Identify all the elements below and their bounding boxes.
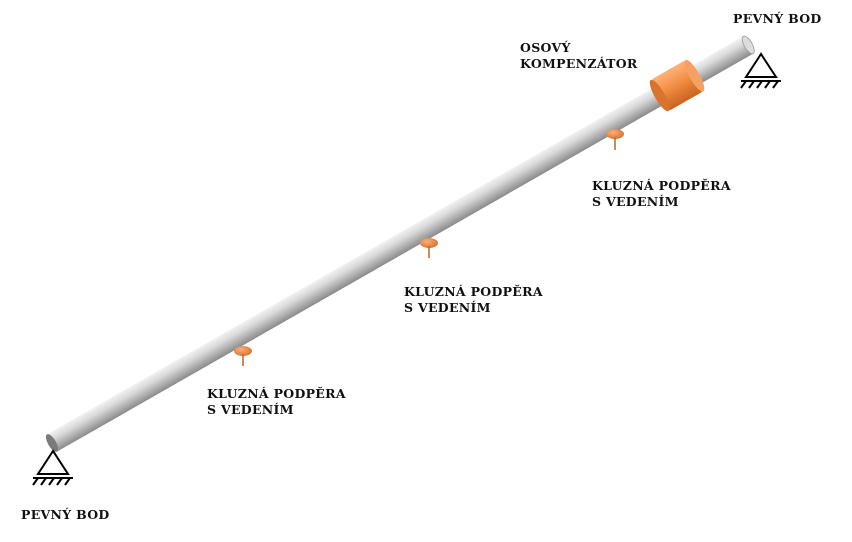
fixed-support-icon-top [740, 52, 781, 89]
support-label-top-line2: S VEDENÍM [592, 194, 679, 209]
fixed-point-label-top-text: PEVNÝ BOD [733, 11, 822, 26]
sliding-support-low [234, 346, 252, 366]
fixed-point-label-bottom-text: PEVNÝ BOD [21, 507, 110, 522]
support-label-mid: KLUZNÁ PODPĚRA S VEDENÍM [404, 284, 543, 316]
sliding-support-mid [420, 238, 438, 258]
support-label-mid-line1: KLUZNÁ PODPĚRA [404, 284, 543, 299]
pipe [45, 35, 755, 452]
axial-compensator [649, 59, 705, 112]
support-label-low: KLUZNÁ PODPĚRA S VEDENÍM [207, 386, 346, 418]
support-label-low-line2: S VEDENÍM [207, 402, 294, 417]
compensator-label-line1: OSOVÝ [520, 40, 571, 55]
support-label-low-line1: KLUZNÁ PODPĚRA [207, 386, 346, 401]
pipe-end-right [741, 35, 755, 55]
sliding-support-top [606, 129, 624, 150]
support-label-top: KLUZNÁ PODPĚRA S VEDENÍM [592, 178, 731, 210]
pipe-end-left [45, 434, 59, 452]
fixed-point-label-top: PEVNÝ BOD [733, 11, 822, 27]
support-label-top-line1: KLUZNÁ PODPĚRA [592, 178, 731, 193]
support-label-mid-line2: S VEDENÍM [404, 300, 491, 315]
fixed-point-label-bottom: PEVNÝ BOD [21, 507, 110, 523]
compensator-label-line2: KOMPENZÁTOR [520, 56, 638, 71]
fixed-support-icon-bottom [32, 449, 73, 486]
compensator-label: OSOVÝ KOMPENZÁTOR [520, 40, 638, 72]
